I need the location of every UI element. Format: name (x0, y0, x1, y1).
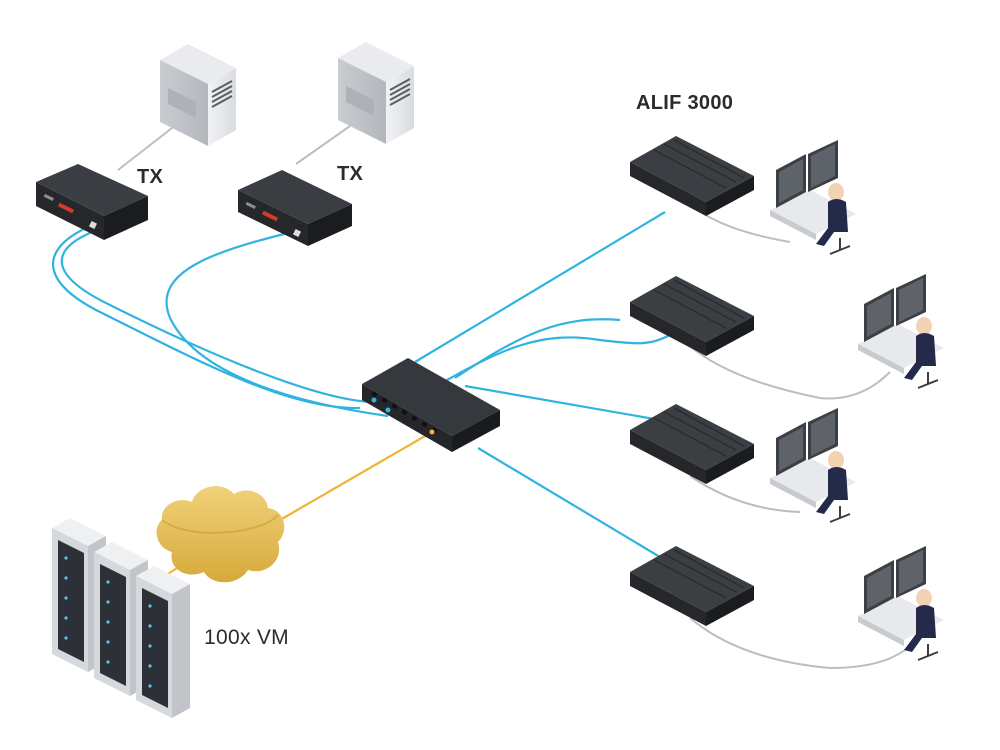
workstation-left (160, 44, 236, 146)
operator-workstation-icon (858, 546, 944, 661)
network-switch (362, 358, 500, 452)
kvm-receiver-icon (630, 546, 754, 626)
kvm-receiver-icon (630, 276, 754, 356)
server-tower-icon (338, 42, 414, 144)
receiver-1 (630, 136, 754, 216)
cloud-icon (156, 486, 285, 583)
receiver-3 (630, 404, 754, 484)
kvm-receiver-icon (630, 136, 754, 216)
fiber-cables (51, 211, 671, 561)
network-switch-icon (362, 358, 500, 452)
kvm-receiver-icon (630, 404, 754, 484)
operator-station-2 (858, 274, 944, 389)
receiver-2 (630, 276, 754, 356)
operator-workstation-icon (858, 274, 944, 389)
tx-right-label: TX (337, 163, 364, 185)
receiver-model-label: ALIF 3000 (636, 92, 734, 114)
receiver-4 (630, 546, 754, 626)
operator-station-1 (770, 140, 856, 255)
operator-workstation-icon (770, 408, 856, 523)
server-tower-icon (160, 44, 236, 146)
server-rack-icon (94, 542, 148, 696)
server-rack-icon (136, 566, 190, 718)
transmitter-left (36, 164, 148, 240)
operator-workstation-icon (770, 140, 856, 255)
virtual-machines-label: 100x VM (204, 626, 289, 649)
kvm-transmitter-icon (36, 164, 148, 240)
transmitter-right (238, 170, 352, 246)
server-racks (52, 518, 190, 718)
tx-left-label: TX (137, 166, 164, 188)
kvm-transmitter-icon (238, 170, 352, 246)
workstation-right (338, 42, 414, 144)
operator-station-3 (770, 408, 856, 523)
cloud (156, 486, 285, 583)
operator-station-4 (858, 546, 944, 661)
server-rack-icon (52, 518, 106, 672)
